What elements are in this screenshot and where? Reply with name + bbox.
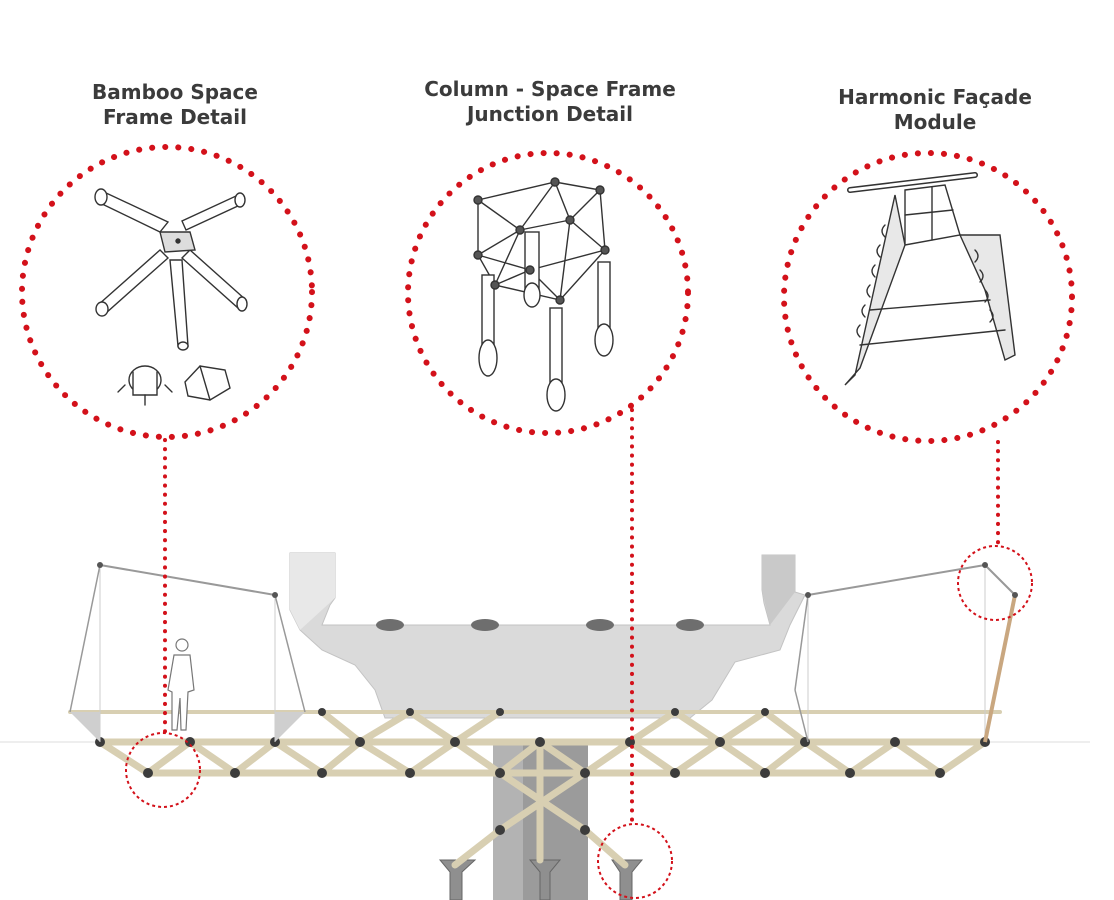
- small-callout-circles: [125, 545, 1033, 899]
- column-space-frame-junction-title: Column - Space Frame Junction Detail: [420, 77, 680, 127]
- right-facade-frame: [794, 562, 1018, 743]
- column-junction-sketch: [473, 177, 614, 412]
- title-line-1: Bamboo Space: [92, 80, 258, 104]
- facade-module-sketch: [844, 172, 1016, 386]
- human-figure: [167, 638, 195, 731]
- title-line-2: Module: [893, 110, 977, 134]
- title-line-2: Junction Detail: [466, 102, 634, 126]
- bamboo-space-frame-detail-title: Bamboo Space Frame Detail: [75, 80, 275, 130]
- truss-nodes: [95, 708, 990, 835]
- callout-circles: [19, 144, 1075, 444]
- title-line-1: Harmonic Façade: [838, 85, 1032, 109]
- left-facade-frame: [69, 562, 306, 742]
- harmonic-facade-module-title: Harmonic Façade Module: [830, 85, 1040, 135]
- title-line-2: Frame Detail: [102, 105, 248, 129]
- bamboo-struts: [438, 859, 644, 900]
- bamboo-node-sketch: [94, 188, 248, 406]
- concrete-deck: [289, 552, 806, 719]
- callout-leader-lines: [163, 408, 1000, 825]
- title-line-1: Column - Space Frame: [424, 77, 676, 101]
- bamboo-space-frame: [68, 708, 1002, 869]
